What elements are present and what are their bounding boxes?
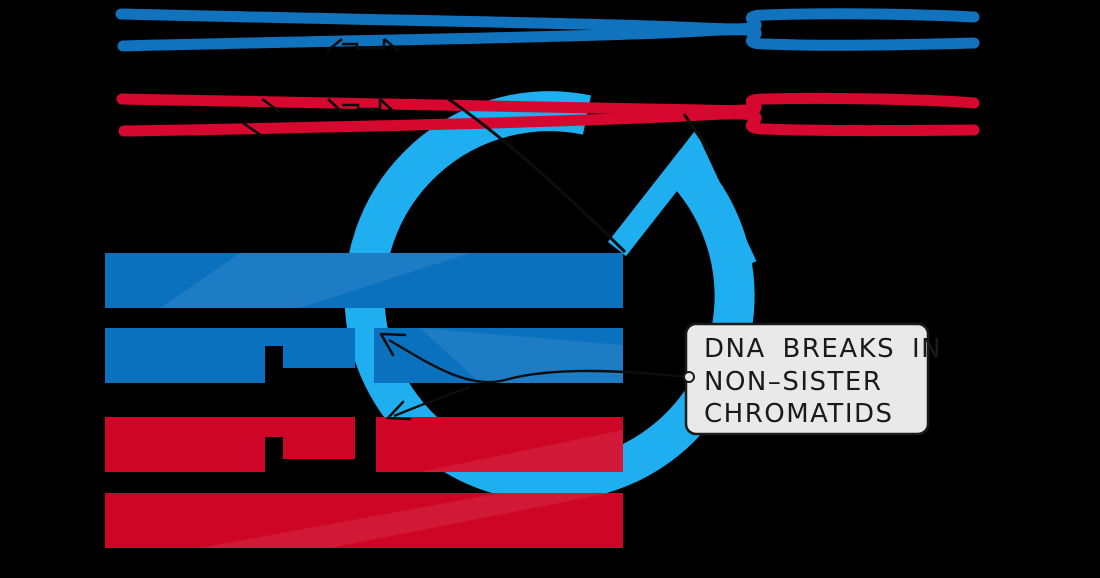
label-leader-branch (393, 385, 471, 418)
red-chromatid-bottom (118, 108, 980, 137)
dna-break-mark-red-3 (242, 121, 263, 138)
blue-chromosome (115, 8, 980, 53)
dna-break-mark-blue (326, 37, 400, 53)
break-arrowhead-icon-red (386, 400, 412, 421)
label-leader-line (388, 338, 689, 384)
zoom-cone-line-left (446, 96, 627, 254)
zoom-cone (446, 96, 714, 254)
red-chromosome (116, 92, 980, 138)
bar-red-chromatid-2 (105, 493, 623, 548)
bar-blue-chromatid-1 (105, 253, 623, 308)
dna-break-mark-red-2 (327, 98, 395, 113)
bar-red-chromatid-1-right (376, 417, 623, 472)
bar-blue-chromatid-2-right (374, 328, 623, 383)
dna-break-mark-red-1 (261, 97, 281, 114)
annotation-label: DNA BREAKS IN NON–SISTER CHROMATIDS (683, 322, 942, 436)
blue-chromatid-bottom (117, 24, 980, 52)
label-leader (379, 332, 689, 421)
break-arrowhead-icon-blue (379, 332, 407, 357)
zoom-circle-arrowhead-icon (607, 130, 757, 271)
label-text-line-3: CHROMATIDS (704, 399, 894, 429)
bar-blue-chromatid-2-left (105, 328, 355, 383)
leader-dot-icon (683, 371, 695, 383)
zoom-cone-line-right (682, 113, 714, 156)
label-text-line-2: NON–SISTER (704, 367, 882, 397)
label-text-line-1: DNA BREAKS IN (704, 334, 942, 364)
bar-red-chromatid-1-left (105, 417, 355, 472)
